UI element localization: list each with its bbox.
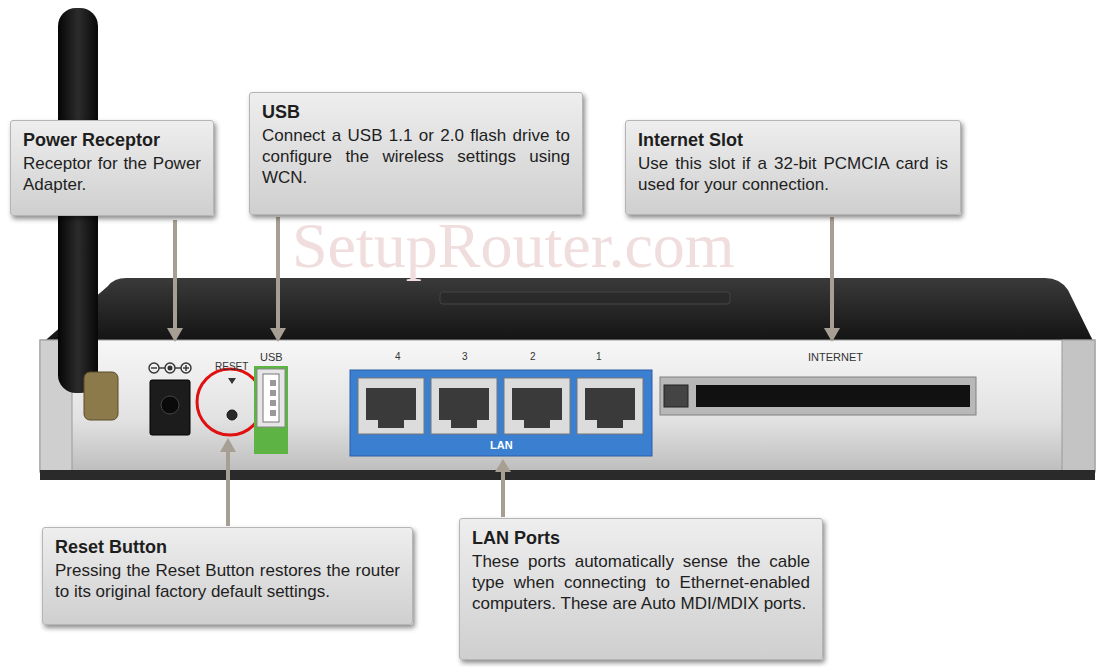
reset-marker xyxy=(228,378,236,384)
callout-heading: Power Receptor xyxy=(23,129,201,151)
usb-port xyxy=(263,374,279,422)
antenna-base xyxy=(84,372,118,420)
usb-port xyxy=(254,366,288,454)
pcmcia-slot xyxy=(660,377,976,415)
reset-hole xyxy=(227,410,237,420)
usb-contacts xyxy=(270,380,276,416)
top-vent xyxy=(440,292,730,304)
port-label: LAN xyxy=(490,440,513,451)
router-top xyxy=(40,278,1095,345)
highlight-circle xyxy=(197,369,263,435)
callout-box: LAN PortsThese ports automatically sense… xyxy=(459,518,823,660)
pcmcia-slot xyxy=(696,385,970,407)
callout-text: Receptor for the Power Adapter. xyxy=(23,153,201,195)
port-number: 2 xyxy=(530,352,536,362)
power-jack xyxy=(161,396,179,414)
watermark: SetupRouter.com xyxy=(292,214,735,278)
callout-text: Use this slot if a 32-bit PCMCIA card is… xyxy=(638,153,948,195)
eject-button xyxy=(664,385,688,407)
callout-heading: USB xyxy=(262,101,570,123)
port-label: RESET xyxy=(215,362,248,372)
panel-end xyxy=(1062,340,1095,472)
callout-heading: Reset Button xyxy=(55,536,400,558)
callout-text: Connect a USB 1.1 or 2.0 flash drive to … xyxy=(262,125,570,188)
port-label: USB xyxy=(260,352,283,363)
power-jack xyxy=(150,380,190,435)
port-number: 4 xyxy=(395,352,401,362)
usb-port xyxy=(257,369,285,427)
callout-text: These ports automatically sense the cabl… xyxy=(472,551,810,614)
port-number: 3 xyxy=(462,352,468,362)
callout-box: Internet SlotUse this slot if a 32-bit P… xyxy=(625,120,961,215)
callout-text: Pressing the Reset Button restores the r… xyxy=(55,560,400,602)
callout-heading: Internet Slot xyxy=(638,129,948,151)
callout-box: USBConnect a USB 1.1 or 2.0 flash drive … xyxy=(249,92,583,215)
port-number: 1 xyxy=(596,352,602,362)
port-label: INTERNET xyxy=(808,352,863,363)
callout-heading: LAN Ports xyxy=(472,527,810,549)
polarity-symbol xyxy=(149,363,191,373)
callout-box: Power ReceptorReceptor for the Power Ada… xyxy=(10,120,214,216)
callout-box: Reset ButtonPressing the Reset Button re… xyxy=(42,527,413,625)
back-panel xyxy=(40,340,1095,472)
router-base xyxy=(40,470,1095,480)
lan-panel xyxy=(350,370,652,456)
ethernet-ports xyxy=(358,378,643,434)
